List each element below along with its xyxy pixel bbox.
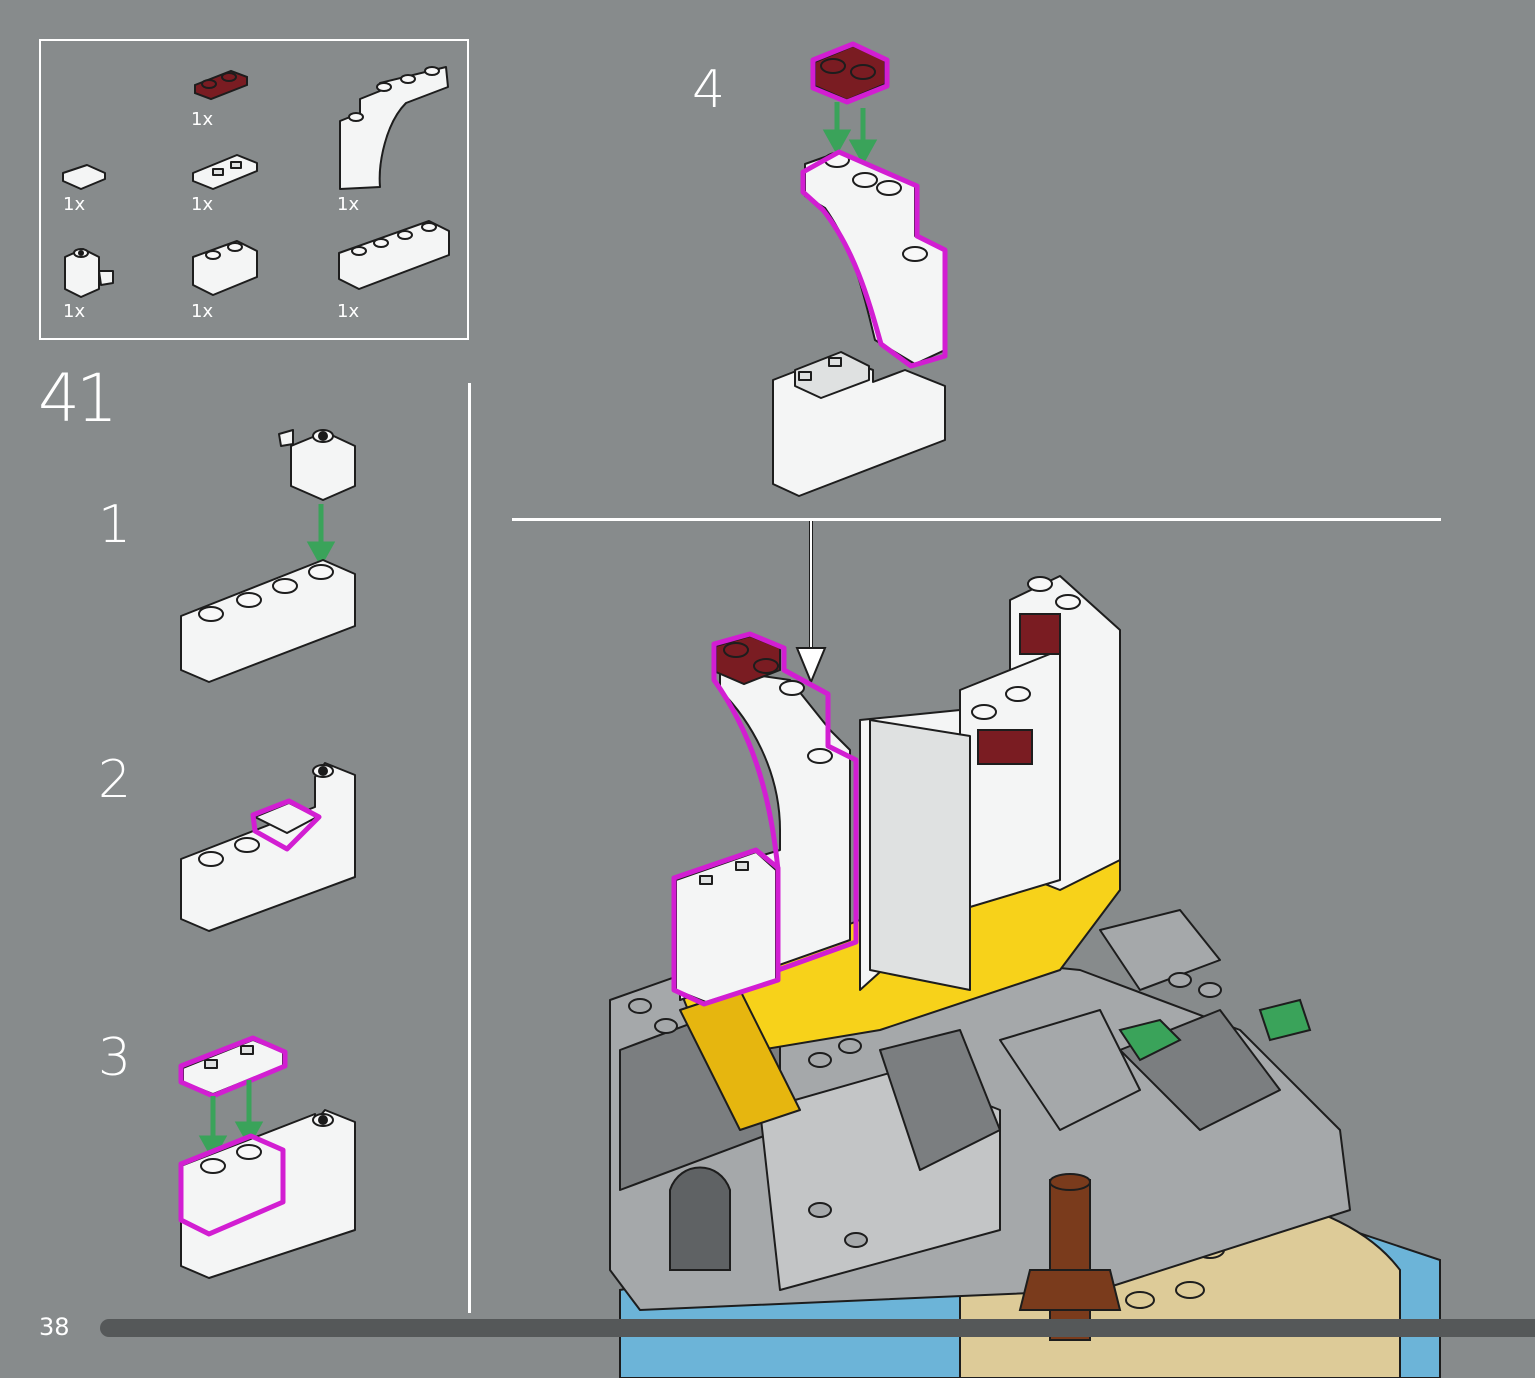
placement-arrow-shaft — [809, 521, 813, 661]
parts-list-box: 1x 1x 1x 1x 1x 1x 1x — [39, 39, 469, 340]
sub-step-3-number: 3 — [98, 1028, 132, 1088]
sub-step-2-illustration — [180, 762, 356, 932]
part-qty-red-plate: 1x — [191, 109, 214, 130]
white-tile-1x1-icon — [62, 164, 106, 190]
white-clip-brick-icon — [64, 248, 114, 298]
placement-arrow-head — [795, 647, 827, 685]
progress-bar — [100, 1319, 1535, 1337]
part-qty-brick-1x4: 1x — [337, 301, 360, 322]
white-brick-1x4-icon — [338, 220, 450, 290]
main-step-number: 41 — [38, 360, 118, 437]
page-number: 38 — [39, 1313, 70, 1341]
white-grille-tile-icon — [192, 154, 258, 190]
part-qty-arch: 1x — [337, 194, 360, 215]
part-qty-brick-1x2: 1x — [191, 301, 214, 322]
sub-step-4-number: 4 — [692, 60, 726, 120]
part-qty-tile-1x1: 1x — [63, 194, 86, 215]
part-qty-grille-tile: 1x — [191, 194, 214, 215]
assembly-separator — [512, 518, 1441, 521]
main-model-illustration — [609, 575, 1441, 1378]
sub-step-3-illustration — [178, 1035, 356, 1279]
white-arch-brick-icon — [339, 66, 449, 190]
sub-step-2-number: 2 — [98, 750, 132, 810]
column-divider — [468, 383, 471, 1313]
sub-step-1-illustration — [180, 429, 356, 683]
dark-red-plate-icon — [194, 69, 248, 101]
sub-step-1-number: 1 — [98, 495, 132, 555]
sub-step-4-illustration — [772, 41, 948, 497]
part-qty-clip-brick: 1x — [63, 301, 86, 322]
white-brick-1x2-icon — [192, 240, 258, 296]
